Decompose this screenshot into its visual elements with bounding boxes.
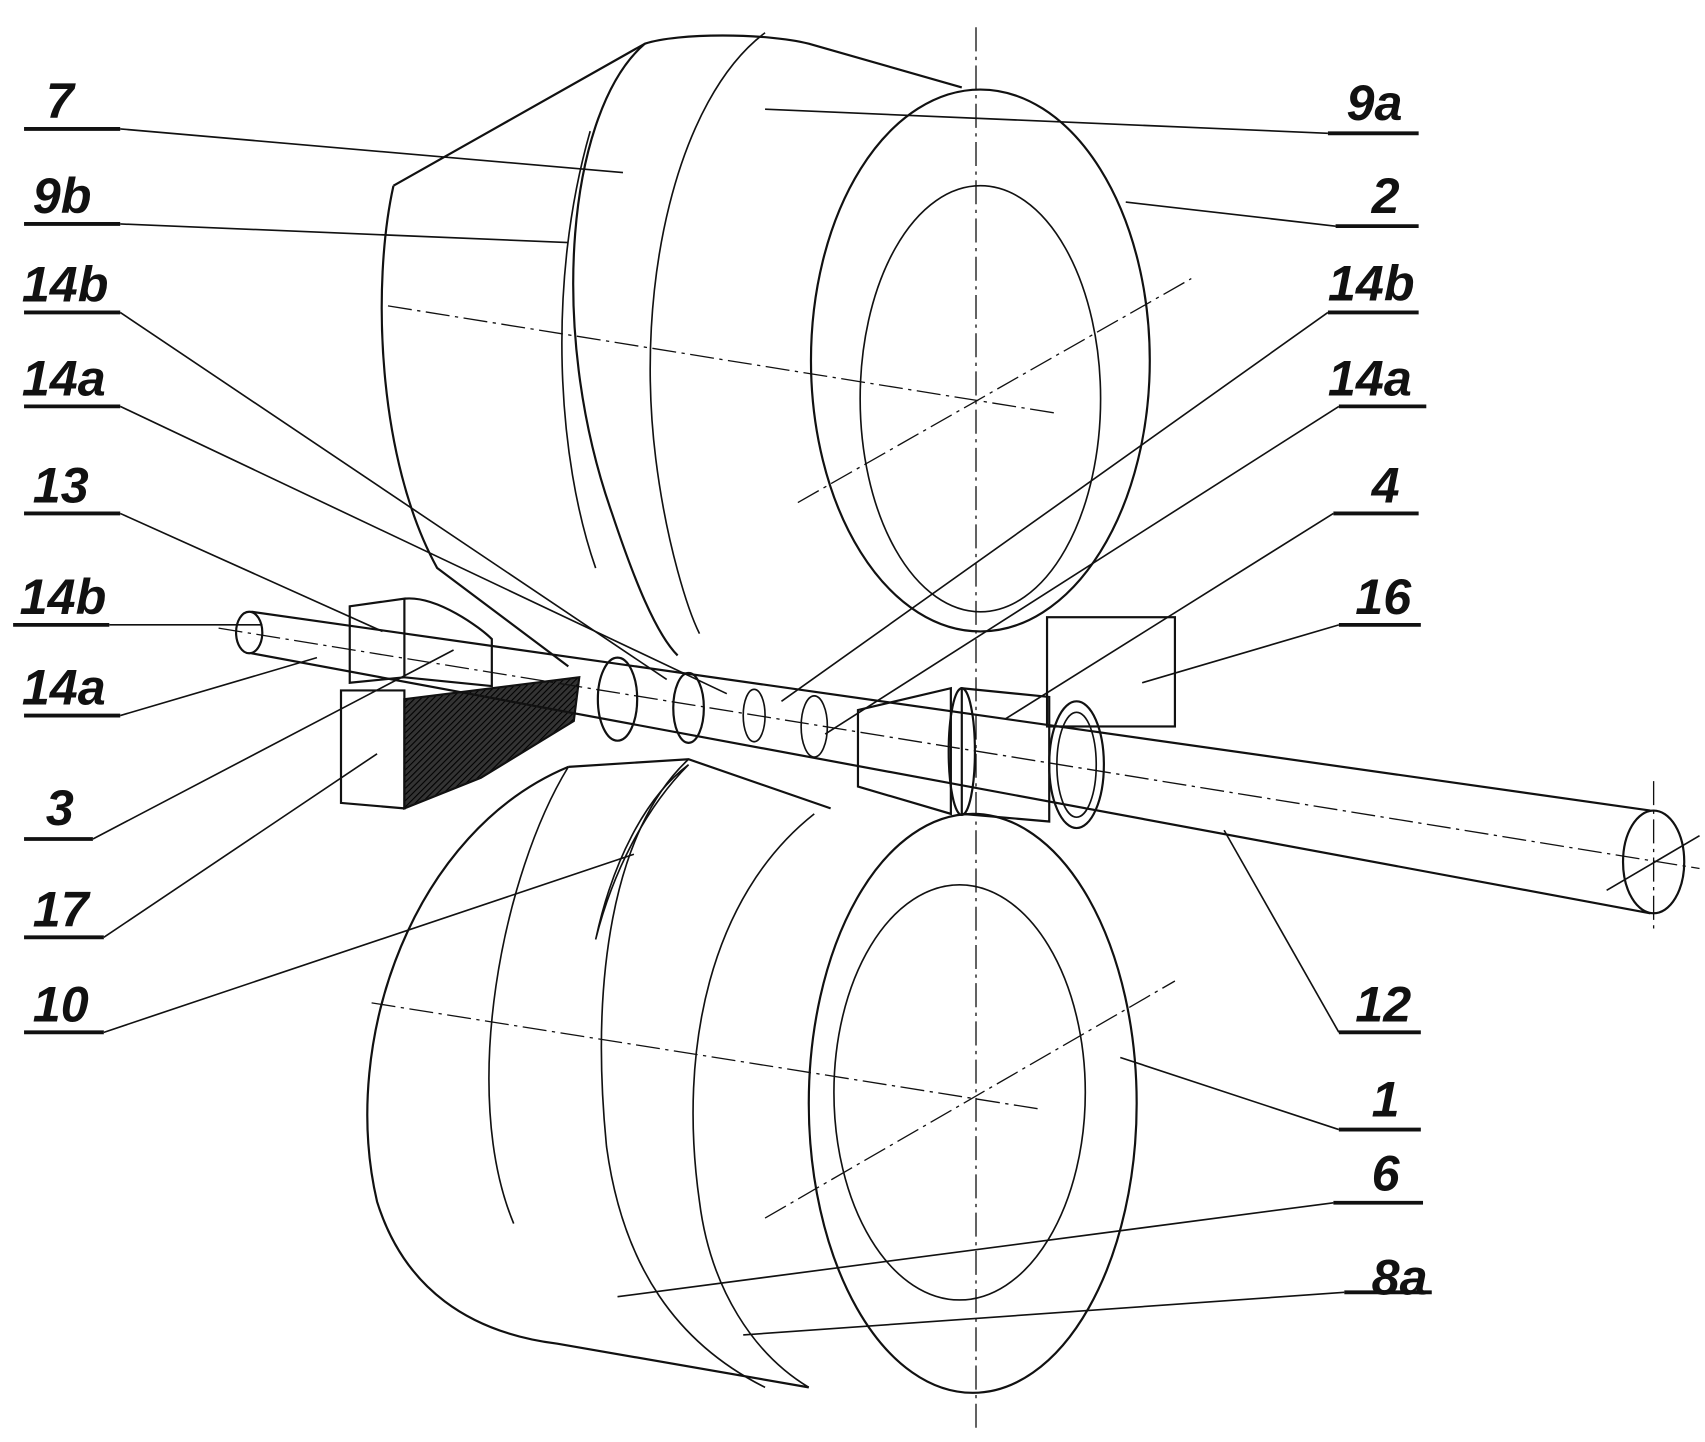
label-14b-lower: 14b xyxy=(20,569,107,625)
upper-roll xyxy=(382,33,1192,667)
label-2: 2 xyxy=(1371,168,1400,224)
labels-right: 9a 2 14b 14a 4 16 12 1 6 8a xyxy=(618,75,1432,1335)
label-1: 1 xyxy=(1372,1071,1400,1127)
label-14a-lower: 14a xyxy=(22,660,106,716)
label-16: 16 xyxy=(1355,569,1412,625)
label-17: 17 xyxy=(33,881,91,937)
label-14b: 14b xyxy=(22,257,109,313)
block-16 xyxy=(1047,617,1175,726)
label-14b-right: 14b xyxy=(1328,255,1415,311)
label-9a: 9a xyxy=(1347,75,1403,131)
label-14a: 14a xyxy=(22,350,106,406)
label-12: 12 xyxy=(1355,976,1411,1032)
label-8a: 8a xyxy=(1372,1250,1428,1306)
label-3: 3 xyxy=(46,780,74,836)
lower-roll xyxy=(367,759,1175,1393)
label-4: 4 xyxy=(1371,458,1400,514)
label-7: 7 xyxy=(46,73,76,129)
label-13: 13 xyxy=(33,458,89,514)
label-10: 10 xyxy=(33,976,89,1032)
label-6: 6 xyxy=(1372,1146,1401,1202)
label-9b: 9b xyxy=(33,168,92,224)
block-17 xyxy=(341,677,579,808)
label-14a-right: 14a xyxy=(1328,350,1412,406)
